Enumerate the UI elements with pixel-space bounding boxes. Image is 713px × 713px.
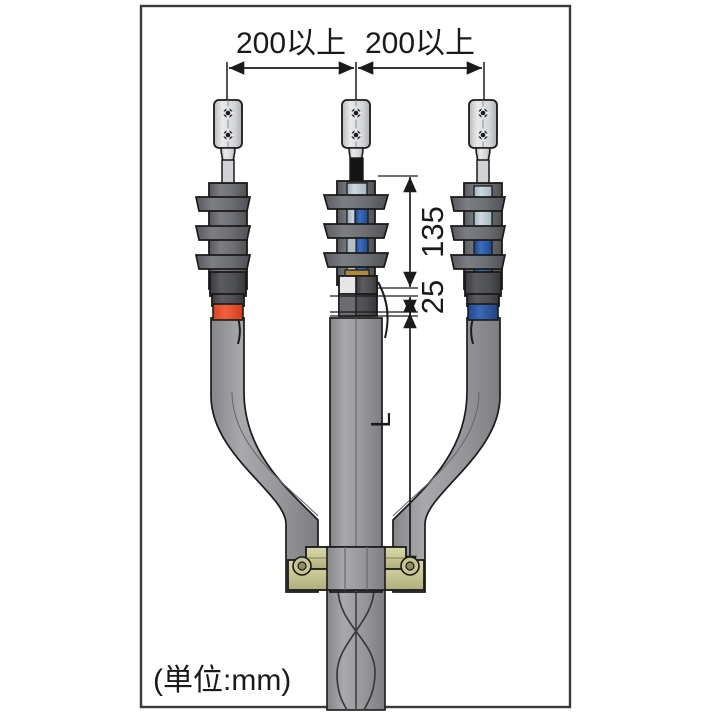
shed-right-1 — [449, 196, 507, 212]
shed-left-3 — [194, 254, 252, 270]
unit-note: (単位:mm) — [153, 664, 291, 697]
dim-label-25: 25 — [415, 280, 450, 314]
cable-left — [210, 317, 319, 593]
shed-center-3 — [322, 252, 390, 268]
shed-center-2 — [322, 223, 390, 239]
shed-left-2 — [194, 225, 252, 241]
cable-right — [392, 317, 501, 593]
lug-bolt-hole-right-2 — [476, 128, 490, 142]
lug-bolt-hole-right-1 — [476, 106, 490, 120]
dim-label-left-span: 200以上 — [236, 27, 346, 60]
shed-right-2 — [449, 225, 507, 241]
termination-unit-right — [449, 99, 507, 321]
twisted-cable-bundle — [326, 587, 386, 711]
clamp-bolt-left — [292, 556, 312, 576]
clamp-bolt-right — [400, 556, 420, 576]
shed-left-1 — [194, 196, 252, 212]
shed-right-3 — [449, 254, 507, 270]
drain-wire-center — [377, 281, 389, 339]
termination-unit-center — [322, 99, 390, 317]
dim-label-135: 135 — [415, 206, 450, 258]
lug-bolt-hole-center-1 — [349, 106, 363, 120]
dim-label-L: L — [365, 412, 396, 428]
shed-center-1 — [322, 194, 390, 210]
phase-band-left — [212, 303, 244, 321]
phase-band-right — [467, 303, 499, 321]
lug-bolt-hole-left-2 — [221, 128, 235, 142]
dim-label-right-span: 200以上 — [365, 27, 475, 60]
lug-bolt-hole-center-2 — [349, 128, 363, 142]
cable-clamp — [287, 546, 425, 591]
termination-unit-left — [194, 99, 252, 321]
lug-bolt-hole-left-1 — [221, 106, 235, 120]
